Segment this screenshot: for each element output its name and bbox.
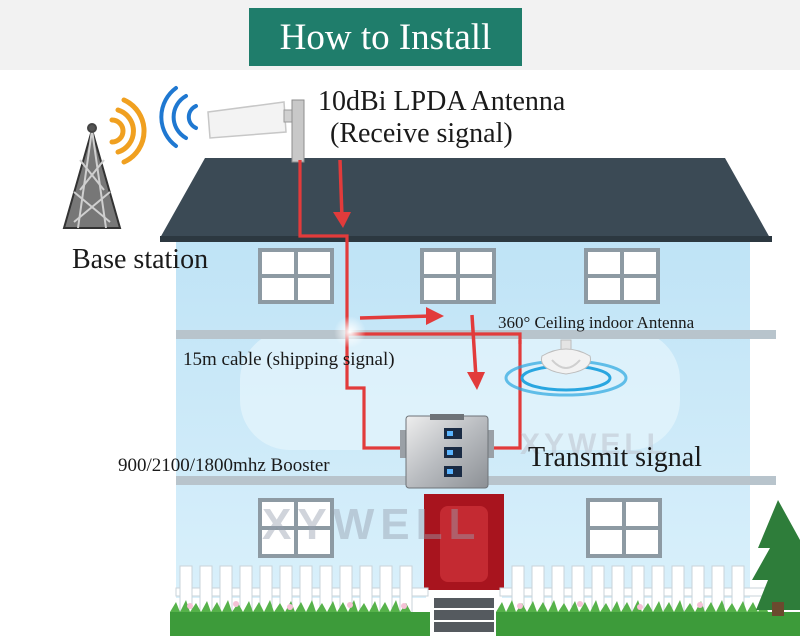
arrow-head-1 <box>333 212 351 228</box>
booster-watermark: XYWELL <box>520 428 669 461</box>
antenna-signal-waves-icon <box>159 86 198 148</box>
watermark: XYWELL <box>262 500 482 549</box>
grass <box>170 600 800 636</box>
tower-signal-waves-icon <box>109 97 147 165</box>
arrow-head-2 <box>426 307 444 325</box>
booster-label: 900/2100/1800mhz Booster <box>118 455 330 476</box>
booster-device-icon <box>400 414 494 489</box>
base-station-label: Base station <box>72 244 209 275</box>
lpda-antenna-icon <box>159 86 305 163</box>
signal-arrows <box>333 159 485 390</box>
roof <box>160 158 770 238</box>
page-title: How to Install <box>279 16 492 58</box>
pine-tree <box>752 500 800 616</box>
ceiling-antenna-label: 360° Ceiling indoor Antenna <box>498 313 695 332</box>
front-door <box>424 494 504 632</box>
arrow-down-1 <box>338 159 344 219</box>
antenna-label: 10dBi LPDA Antenna <box>318 86 566 117</box>
window-top-left <box>258 248 334 304</box>
window-bottom-left <box>258 498 334 558</box>
fence <box>175 565 771 617</box>
arrow-down-2 <box>470 314 478 379</box>
window-top-right <box>584 248 660 304</box>
window-top-middle <box>420 248 496 304</box>
transmit-label: Transmit signal <box>528 442 702 473</box>
arrow-right <box>359 314 433 320</box>
roof-edge <box>160 236 772 242</box>
window-bottom-right <box>586 498 662 558</box>
base-station-tower-icon <box>62 123 122 229</box>
antenna-sublabel: (Receive signal) <box>330 118 513 149</box>
title-banner: How to Install <box>249 8 522 66</box>
ceiling-antenna-icon <box>504 339 628 397</box>
windows <box>258 248 662 558</box>
arrow-head-3 <box>467 372 485 390</box>
cable-glow <box>334 316 366 348</box>
cable-label: 15m cable (shipping signal) <box>183 349 395 370</box>
